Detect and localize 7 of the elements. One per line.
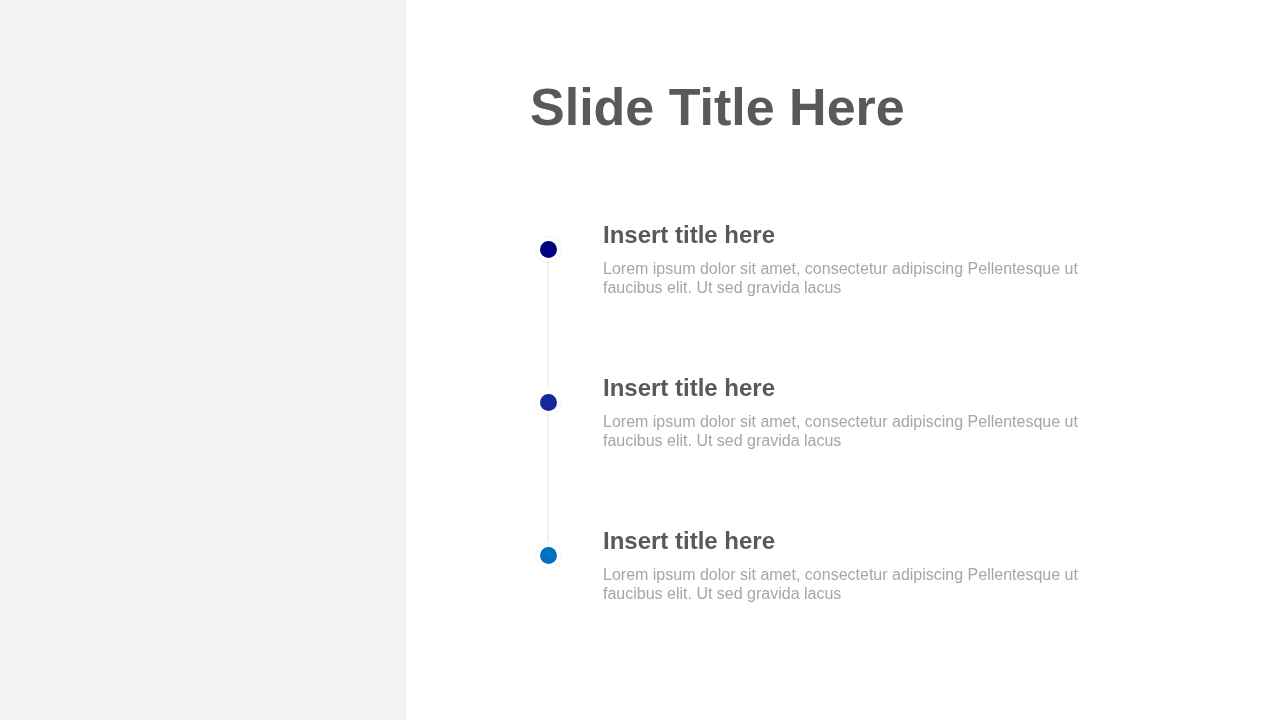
item-description: Lorem ipsum dolor sit amet, consectetur adipiscing Pellentesque ut faucibus elit. Ut sed gravida lacus [603,259,1079,297]
item-description: Lorem ipsum dolor sit amet, consectetur adipiscing Pellentesque ut faucibus elit. Ut sed gravida lacus [603,565,1079,603]
item-description: Lorem ipsum dolor sit amet, consectetur adipiscing Pellentesque ut faucibus elit. Ut sed gravida lacus [603,412,1079,450]
slide-title: Slide Title Here [530,81,905,133]
item-title: Insert title here [603,221,777,249]
item-title: Insert title here [603,527,777,555]
item-title: Insert title here [603,374,777,402]
